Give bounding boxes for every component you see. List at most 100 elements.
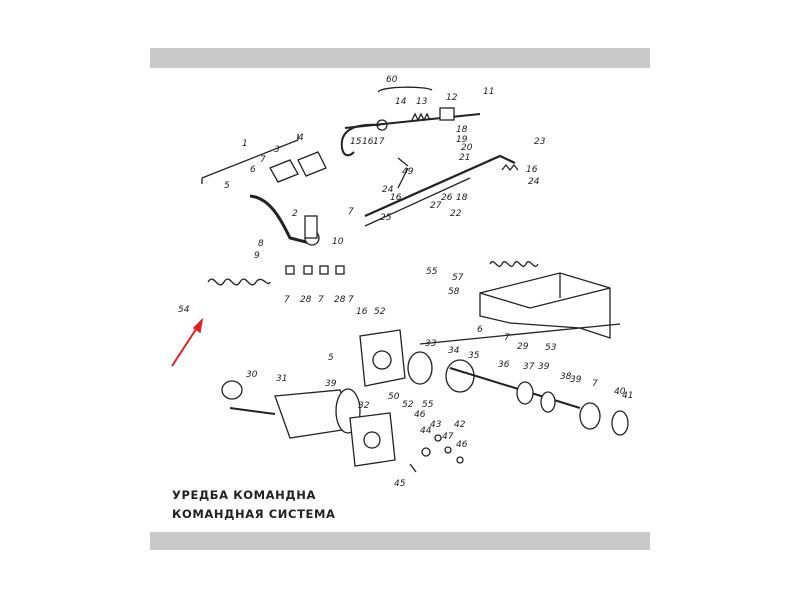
bracket-29 (419, 323, 621, 345)
bracket-52-hole (372, 350, 392, 370)
part-number-label: 52 (402, 400, 414, 410)
pedal-3 (269, 159, 299, 183)
part-number-label: 6 (477, 325, 483, 335)
part-number-label: 37 (523, 362, 535, 372)
part-number-label: 55 (422, 400, 434, 410)
part-44 (421, 447, 431, 457)
part-number-label: 11 (483, 87, 494, 97)
part-number-label: 20 (461, 143, 473, 153)
part-number-label: 33 (425, 339, 437, 349)
highlight-arrow (171, 317, 204, 367)
part-47 (444, 446, 452, 454)
part-number-label: 16 (356, 307, 368, 317)
part-35 (445, 359, 475, 393)
part-46 (456, 456, 464, 464)
part-41 (611, 410, 629, 436)
part-number-label: 39 (325, 379, 337, 389)
part-33 (407, 351, 433, 385)
part-number-label: 24 (382, 185, 394, 195)
part-number-label: 5 (328, 353, 334, 363)
part-number-label: 27 (430, 201, 442, 211)
caption-line-1: УРЕДБА КОМАНДНА (172, 488, 316, 502)
part-number-label: 12 (446, 93, 458, 103)
part-number-label: 57 (452, 273, 464, 283)
part-number-label: 7 (260, 155, 266, 165)
spring-13 (411, 112, 431, 122)
part-number-label: 60 (386, 75, 398, 85)
part-number-label: 45 (394, 479, 406, 489)
bracket-60 (377, 86, 433, 93)
part-number-label: 41 (622, 391, 633, 401)
part-number-label: 31 (276, 374, 287, 384)
linkage-27 (364, 177, 471, 227)
part-number-label: 46 (414, 410, 426, 420)
part-number-label: 7 (348, 207, 354, 217)
pin-28b (335, 265, 345, 275)
bracket-52 (359, 329, 406, 387)
plate-53-edge (479, 273, 611, 309)
part-number-label: 7 (504, 333, 510, 343)
bottom-gray-band (150, 532, 650, 550)
part-number-label: 9 (254, 251, 260, 261)
part-45 (409, 463, 417, 473)
part-number-label: 39 (538, 362, 550, 372)
part-number-label: 49 (402, 167, 414, 177)
part-number-label: 17 (373, 137, 385, 147)
part-number-label: 28 (300, 295, 312, 305)
part-number-label: 16 (362, 137, 374, 147)
part-number-label: 39 (570, 375, 582, 385)
part-43 (434, 434, 442, 442)
part-number-label: 10 (332, 237, 344, 247)
part-number-label: 43 (430, 420, 442, 430)
part-number-label: 25 (380, 213, 392, 223)
part-number-label: 14 (395, 97, 407, 107)
part-number-label: 5 (224, 181, 230, 191)
pedal-4 (297, 151, 327, 177)
part-number-label: 58 (448, 287, 460, 297)
spring-54 (207, 278, 271, 286)
part-number-label: 52 (374, 307, 386, 317)
mount-50 (349, 412, 396, 467)
mount-50-hole (363, 431, 381, 449)
part-number-label: 1 (242, 139, 248, 149)
part-number-label: 53 (545, 343, 557, 353)
part-number-label: 6 (250, 165, 256, 175)
part-number-label: 50 (388, 392, 400, 402)
part-number-label: 16 (390, 193, 402, 203)
part-number-label: 18 (456, 125, 468, 135)
part-number-label: 7 (592, 379, 598, 389)
top-gray-band (150, 48, 650, 68)
bracket-1 (201, 134, 299, 184)
part-number-label: 13 (416, 97, 428, 107)
part-number-label: 47 (442, 432, 454, 442)
part-number-label: 44 (420, 426, 432, 436)
part-number-label: 16 (526, 165, 538, 175)
part-number-label: 34 (448, 346, 460, 356)
part-number-label: 21 (459, 153, 470, 163)
part-49-bar (397, 157, 409, 189)
part-number-label: 36 (498, 360, 510, 370)
spring-57 (489, 261, 539, 267)
part-number-label: 30 (246, 370, 258, 380)
part-number-label: 18 (456, 193, 468, 203)
part-number-label: 42 (454, 420, 466, 430)
lever-2 (249, 194, 311, 245)
part-number-label: 7 (348, 295, 354, 305)
part-30 (221, 380, 243, 400)
part-number-label: 55 (426, 267, 438, 277)
pin-housing (304, 215, 318, 239)
caption-line-2: КОМАНДНАЯ СИСТЕМА (172, 507, 336, 521)
part-number-label: 19 (456, 135, 468, 145)
part-number-label: 54 (178, 305, 190, 315)
pin-7a (285, 265, 295, 275)
part-number-label: 24 (528, 177, 540, 187)
part-number-label: 29 (517, 342, 529, 352)
part-number-label: 23 (534, 137, 546, 147)
part-37 (516, 381, 534, 405)
pin-7b (319, 265, 329, 275)
part-number-label: 8 (258, 239, 264, 249)
part-number-label: 35 (468, 351, 480, 361)
pin-28a (303, 265, 313, 275)
part-38 (540, 391, 556, 413)
